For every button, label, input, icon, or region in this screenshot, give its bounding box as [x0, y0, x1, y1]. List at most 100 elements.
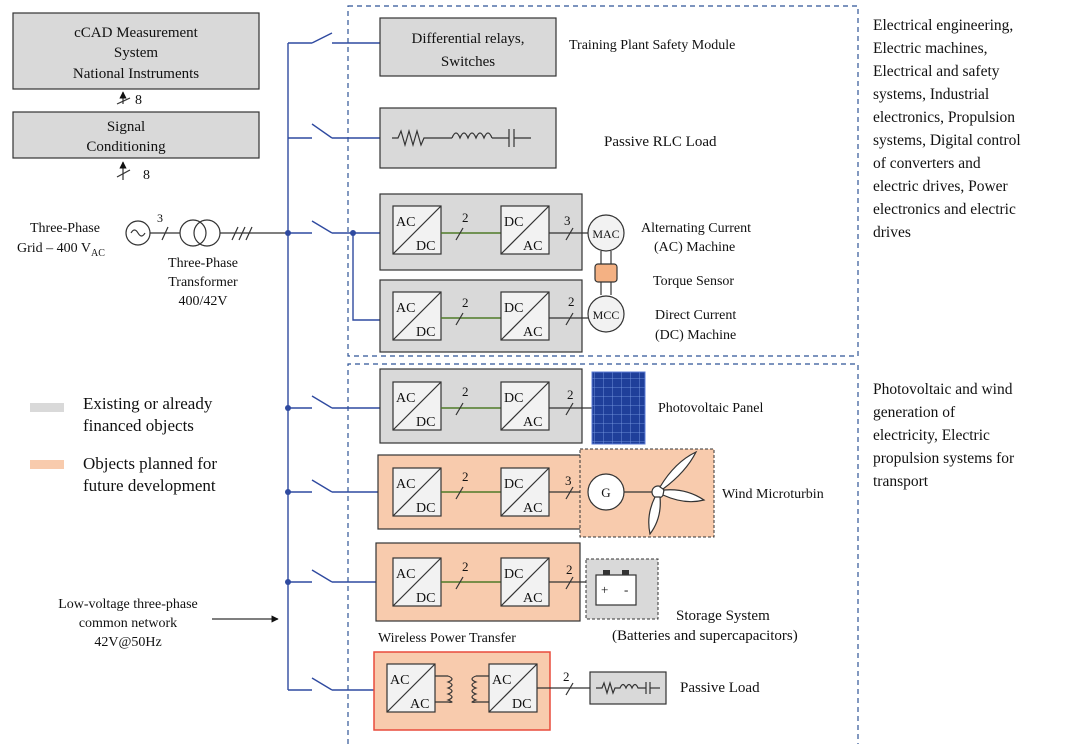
dc-machine-label-1: Direct Current [655, 308, 736, 323]
wireless-conv1-ac-out: AC [410, 697, 429, 712]
safety-box-2: Switches [441, 54, 495, 70]
signal-conditioning-2: Conditioning [86, 139, 166, 155]
rlc-label: Passive RLC Load [604, 134, 717, 150]
measurement-title-2: System [114, 45, 159, 61]
battery-plus: + [601, 582, 608, 597]
resistor-icon [392, 128, 452, 148]
rlc-load: Passive RLC Load [379, 107, 717, 169]
wireless-conv1-ac-in: AC [390, 673, 409, 688]
storage-conv1-dc: DC [416, 591, 435, 606]
signal-bus-slash [116, 169, 131, 178]
measurement-system-box [12, 12, 260, 90]
pv-label: Photovoltaic Panel [658, 401, 763, 416]
storage-conv2-ac: AC [523, 591, 542, 606]
wind-conv2-dc: DC [504, 477, 523, 492]
generator-label: G [601, 485, 610, 500]
dc-machine-label-2: (DC) Machine [655, 328, 736, 343]
desc-bottom-line: electricity, Electric [873, 427, 990, 444]
mcc-label: MCC [593, 308, 620, 322]
wind-dc-count: 2 [462, 469, 469, 484]
wireless-conv2-ac: AC [492, 673, 511, 688]
ac-drive-conv2-dc: DC [504, 215, 523, 230]
dc-drive-conv2-ac: AC [523, 325, 542, 340]
legend-planned-1: Objects planned for [83, 454, 217, 473]
pv-conv1-ac: AC [396, 391, 415, 406]
wind-conv1-ac: AC [396, 477, 415, 492]
ac-drive-conv2-ac: AC [523, 239, 542, 254]
network-label-3: 42V@50Hz [94, 635, 161, 650]
torque-sensor-icon [594, 263, 618, 283]
storage-dc-count: 2 [462, 559, 469, 574]
legend-planned-2: future development [83, 476, 216, 495]
desc-top-line: drives [873, 224, 911, 241]
inductor-icon [451, 132, 493, 140]
desc-top-line: electronics and electric [873, 201, 1016, 218]
torque-sensor-label: Torque Sensor [653, 274, 734, 289]
grid-source: Three-Phase Grid – 400 VAC 3 Three-Phase… [17, 211, 288, 309]
desc-bottom-line: transport [873, 473, 929, 490]
pv-conv2-dc: DC [504, 391, 523, 406]
dc-drive-conv1-ac: AC [396, 301, 415, 316]
desc-top-line: Electric machines, [873, 40, 987, 57]
ac-machine-label-1: Alternating Current [641, 221, 751, 236]
grid-label-1: Three-Phase [30, 221, 100, 236]
wind-label: Wind Microturbin [722, 487, 824, 502]
safety-module: Differential relays, Switches Training P… [379, 17, 735, 77]
measurement-bus-count: 8 [135, 93, 142, 108]
storage-label-2: (Batteries and supercapacitors) [612, 628, 798, 644]
bus-branches [285, 32, 393, 691]
wireless-conv2-dc: DC [512, 697, 531, 712]
description-top: Electrical engineering, Electric machine… [873, 17, 1021, 241]
transformer-label-2: Transformer [168, 275, 238, 290]
measurement-title-1: cCAD Measurement [74, 25, 199, 41]
network-label: Low-voltage three-phase common network 4… [58, 597, 279, 650]
battery-icon: + - [595, 570, 637, 606]
wireless-coils-icon [435, 675, 489, 703]
renewables-region-frame [347, 363, 859, 744]
dc-drive-count: 2 [568, 294, 575, 309]
ac-drive-conv1-ac: AC [396, 215, 415, 230]
passive-load-label: Passive Load [680, 680, 760, 696]
desc-top-line: electric drives, Power [873, 178, 1009, 195]
ac-drive-dc-count: 2 [462, 210, 469, 225]
desc-bottom-line: Photovoltaic and wind [873, 381, 1013, 398]
pv-conv1-dc: DC [416, 415, 435, 430]
desc-bottom-line: generation of [873, 404, 956, 421]
network-label-1: Low-voltage three-phase [58, 597, 198, 612]
photovoltaic-chain: AC DC 2 DC AC 2 Photovoltaic Panel [379, 368, 763, 445]
wireless-output-count: 2 [563, 669, 570, 684]
measurement-bus-slash [116, 97, 131, 105]
signal-conditioning-1: Signal [107, 119, 145, 135]
legend-existing-1: Existing or already [83, 394, 213, 413]
mcc-machine-icon [587, 295, 625, 333]
battery-minus: - [624, 582, 628, 597]
dc-drive-conv1-dc: DC [416, 325, 435, 340]
safety-box-1: Differential relays, [411, 31, 524, 47]
storage-chain: AC DC 2 DC AC 2 + - Storage System (Batt… [375, 542, 798, 644]
desc-top-line: systems, Digital control [873, 132, 1021, 149]
ac-drive-phase-count: 3 [564, 213, 571, 228]
network-label-2: common network [79, 616, 177, 631]
wireless-chain: Wireless Power Transfer AC AC AC DC 2 Pa… [373, 631, 760, 731]
dc-drive-conv2-dc: DC [504, 301, 523, 316]
desc-top-line: Electrical and safety [873, 63, 1000, 80]
mac-label: MAC [592, 227, 619, 241]
pv-dc-count: 2 [462, 384, 469, 399]
dc-drive-dc-count: 2 [462, 295, 469, 310]
torque-sensor: Torque Sensor [594, 251, 734, 295]
pv-conv2-ac: AC [523, 415, 542, 430]
ac-machine-label-2: (AC) Machine [654, 240, 735, 255]
measurement-title-3: National Instruments [73, 66, 199, 82]
storage-conv2-dc: DC [504, 567, 523, 582]
ac-machine-drive: AC DC 2 DC AC 3 MAC Alternating Current … [379, 193, 751, 271]
desc-top-line: electronics, Propulsion [873, 109, 1015, 126]
passive-load-rlc-icon [596, 680, 646, 696]
pv-output-count: 2 [567, 387, 574, 402]
desc-top-line: systems, Industrial [873, 86, 989, 103]
transformer-icon [179, 219, 207, 247]
wind-conv2-ac: AC [523, 501, 542, 516]
storage-output-count: 2 [566, 562, 573, 577]
grid-label-2: Grid – 400 VAC [17, 241, 105, 259]
ac-drive-conv1-dc: DC [416, 239, 435, 254]
